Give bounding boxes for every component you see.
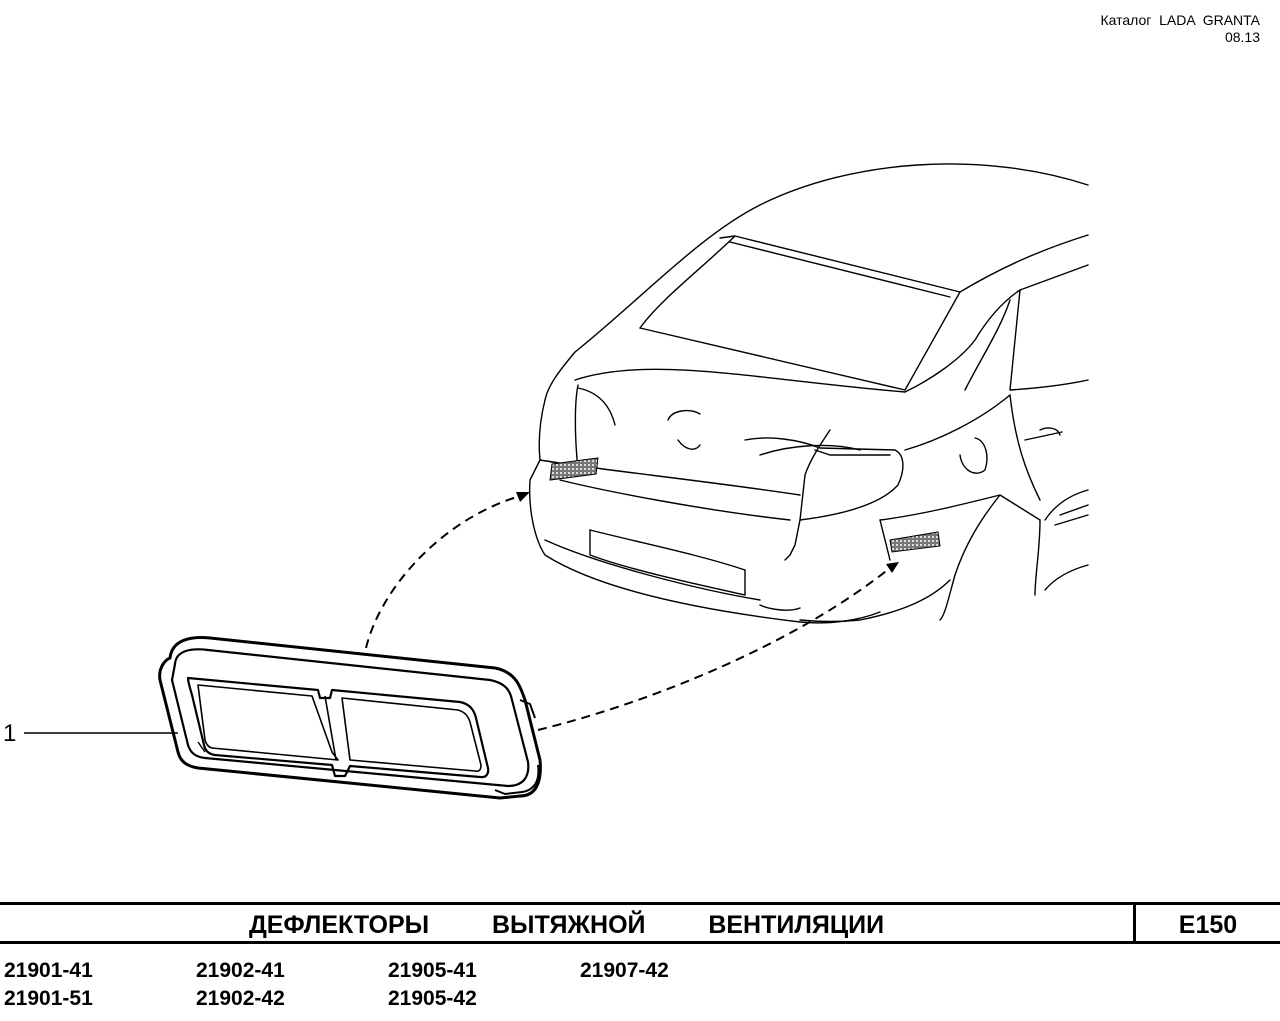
model-code: 21907-42 bbox=[580, 959, 669, 982]
section-code: E150 bbox=[1178, 911, 1238, 939]
assembly-arrows bbox=[365, 495, 891, 731]
section-title: ДЕФЛЕКТОРЫ ВЫТЯЖНОЙ ВЕНТИЛЯЦИИ bbox=[248, 911, 885, 939]
callout-label-1: 1 bbox=[3, 720, 17, 747]
catalog-header: Каталог LADA GRANTA 08.13 bbox=[1100, 12, 1260, 46]
deflector-left-marker bbox=[549, 457, 599, 481]
title-bar: ДЕФЛЕКТОРЫ ВЫТЯЖНОЙ ВЕНТИЛЯЦИИ E150 bbox=[0, 902, 1280, 944]
title-divider bbox=[1133, 905, 1136, 941]
car-rear-illustration bbox=[528, 163, 1089, 624]
catalog-date: 08.13 bbox=[1224, 29, 1260, 45]
arrow-head-right bbox=[886, 562, 899, 573]
model-code: 21902-42 bbox=[196, 987, 285, 1010]
catalog-name: Каталог LADA GRANTA bbox=[1100, 12, 1260, 28]
model-code: 21901-41 bbox=[4, 959, 93, 982]
arrow-head-left bbox=[516, 492, 530, 502]
deflector-part-illustration bbox=[158, 636, 542, 800]
model-code: 21905-41 bbox=[388, 959, 477, 982]
model-code: 21902-41 bbox=[196, 959, 285, 982]
parts-drawing bbox=[24, 163, 1089, 800]
deflector-right-marker bbox=[889, 531, 941, 553]
model-code: 21901-51 bbox=[4, 987, 93, 1010]
model-code: 21905-42 bbox=[388, 987, 477, 1010]
model-list: 21901-41 21902-41 21905-41 21907-42 2190… bbox=[4, 958, 772, 1012]
